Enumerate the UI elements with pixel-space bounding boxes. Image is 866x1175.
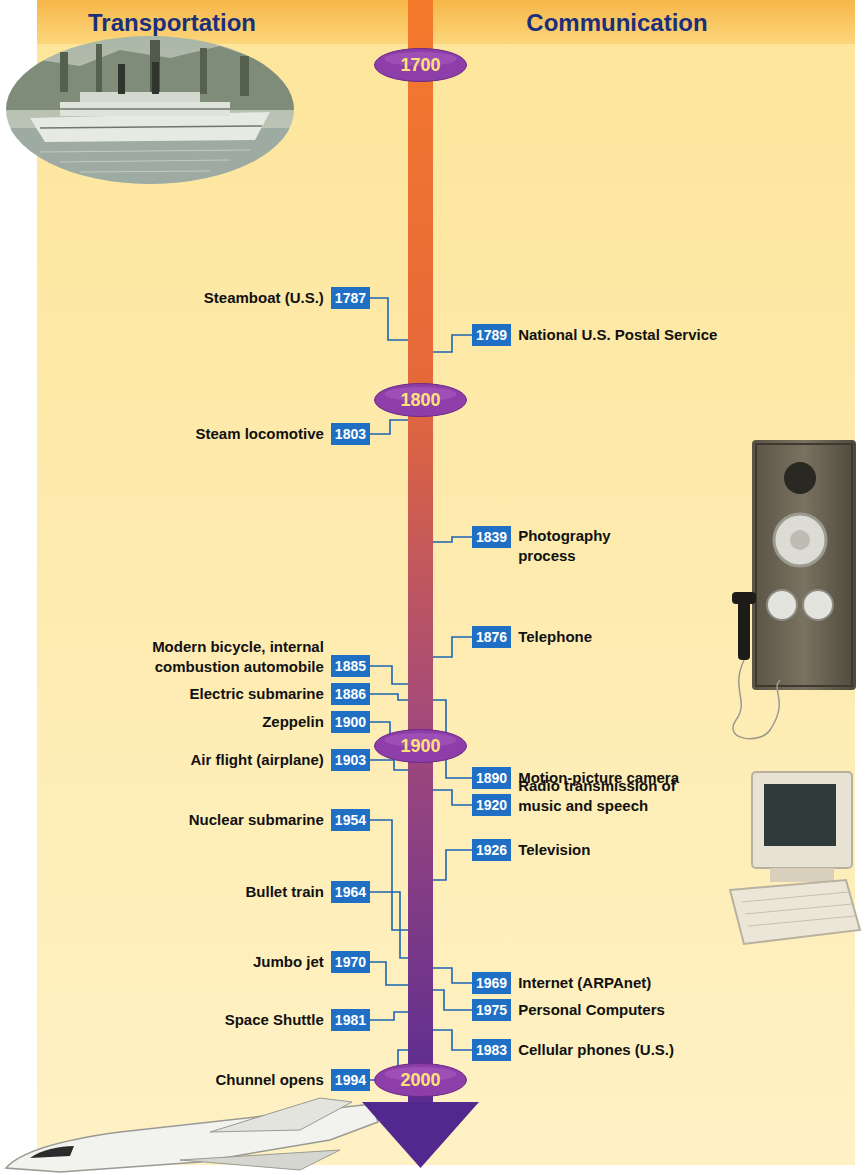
year-number: 1903 (335, 752, 366, 768)
event-label: Bullet train (246, 881, 324, 903)
year-box: 1885Modern bicycle, internal combustion … (331, 655, 370, 677)
year-number: 1969 (476, 975, 507, 991)
year-box: 1876Telephone (472, 626, 511, 648)
era-oval: 1800 (374, 383, 467, 417)
year-number: 1964 (335, 884, 366, 900)
era-year: 1700 (374, 48, 467, 82)
year-number: 1789 (476, 327, 507, 343)
leader-line (433, 968, 472, 983)
event-label: Steamboat (U.S.) (204, 287, 324, 309)
year-number: 1876 (476, 629, 507, 645)
year-box: 1886Electric submarine (331, 683, 370, 705)
year-box: 1890Motion-picture camera (472, 767, 511, 789)
event-label: Radio transmission of music and speech (518, 776, 696, 816)
year-box: 1926Television (472, 839, 511, 861)
leader-line (370, 666, 408, 684)
year-number: 1787 (335, 290, 366, 306)
event-label: Air flight (airplane) (191, 749, 324, 771)
column-heading: Transportation (88, 9, 256, 37)
event-label: Steam locomotive (195, 423, 323, 445)
era-oval: 1900 (374, 729, 467, 763)
year-box: 1994Chunnel opens (331, 1069, 370, 1091)
leader-line (433, 790, 472, 805)
year-box: 1803Steam locomotive (331, 423, 370, 445)
year-number: 1920 (476, 797, 507, 813)
year-number: 1886 (335, 686, 366, 702)
leader-line (370, 420, 408, 434)
leader-line (370, 892, 408, 958)
year-number: 1983 (476, 1042, 507, 1058)
year-number: 1981 (335, 1012, 366, 1028)
event-label: Jumbo jet (253, 951, 324, 973)
event-label: Electric submarine (190, 683, 324, 705)
event-label: Cellular phones (U.S.) (518, 1039, 674, 1061)
event-label: Space Shuttle (225, 1009, 324, 1031)
year-box: 1839Photography process (472, 526, 511, 548)
steamboat-picture (0, 30, 300, 203)
year-box: 1975Personal Computers (472, 999, 511, 1021)
timeline-bar (408, 0, 433, 1104)
event-label: Zeppelin (262, 711, 324, 733)
year-box: 1789National U.S. Postal Service (472, 324, 511, 346)
year-number: 1954 (335, 812, 366, 828)
year-number: 1890 (476, 770, 507, 786)
event-label: Chunnel opens (216, 1069, 324, 1091)
leader-line (433, 537, 472, 542)
leader-line (433, 1030, 472, 1050)
event-label: Telephone (518, 626, 592, 648)
year-box: 1964Bullet train (331, 881, 370, 903)
era-oval: 1700 (374, 48, 467, 82)
leader-line (433, 990, 472, 1010)
leader-line (370, 820, 408, 930)
timeline-arrowhead (362, 1102, 479, 1168)
leader-line (370, 1012, 408, 1020)
year-box: 1920Radio transmission of music and spee… (472, 794, 511, 816)
year-number: 1839 (476, 529, 507, 545)
telephone-picture (732, 440, 856, 739)
year-box: 1787Steamboat (U.S.) (331, 287, 370, 309)
era-year: 1900 (374, 729, 467, 763)
era-oval: 2000 (374, 1063, 467, 1097)
year-number: 1803 (335, 426, 366, 442)
event-label: Nuclear submarine (189, 809, 324, 831)
leader-line (433, 335, 472, 352)
year-box: 1954Nuclear submarine (331, 809, 370, 831)
column-heading: Communication (526, 9, 707, 37)
year-box: 1900Zeppelin (331, 711, 370, 733)
event-label: Photography process (518, 526, 628, 566)
year-box: 1983Cellular phones (U.S.) (472, 1039, 511, 1061)
event-label: Modern bicycle, internal combustion auto… (119, 637, 324, 677)
era-year: 2000 (374, 1063, 467, 1097)
year-box: 1981Space Shuttle (331, 1009, 370, 1031)
year-box: 1903Air flight (airplane) (331, 749, 370, 771)
year-box: 1969Internet (ARPAnet) (472, 972, 511, 994)
year-number: 1970 (335, 954, 366, 970)
year-number: 1926 (476, 842, 507, 858)
event-label: Personal Computers (518, 999, 665, 1021)
year-number: 1900 (335, 714, 366, 730)
event-label: Internet (ARPAnet) (518, 972, 651, 994)
space-shuttle-picture (6, 1098, 378, 1172)
year-number: 1885 (335, 658, 366, 674)
leader-line (433, 637, 472, 657)
leader-line (370, 962, 408, 985)
year-box: 1970Jumbo jet (331, 951, 370, 973)
era-year: 1800 (374, 383, 467, 417)
leader-line (433, 850, 472, 880)
leader-line (370, 298, 408, 340)
year-number: 1994 (335, 1072, 366, 1088)
event-label: Television (518, 839, 590, 861)
leader-line (370, 694, 408, 700)
computer-picture (730, 772, 860, 944)
year-number: 1975 (476, 1002, 507, 1018)
event-label: National U.S. Postal Service (518, 324, 717, 346)
